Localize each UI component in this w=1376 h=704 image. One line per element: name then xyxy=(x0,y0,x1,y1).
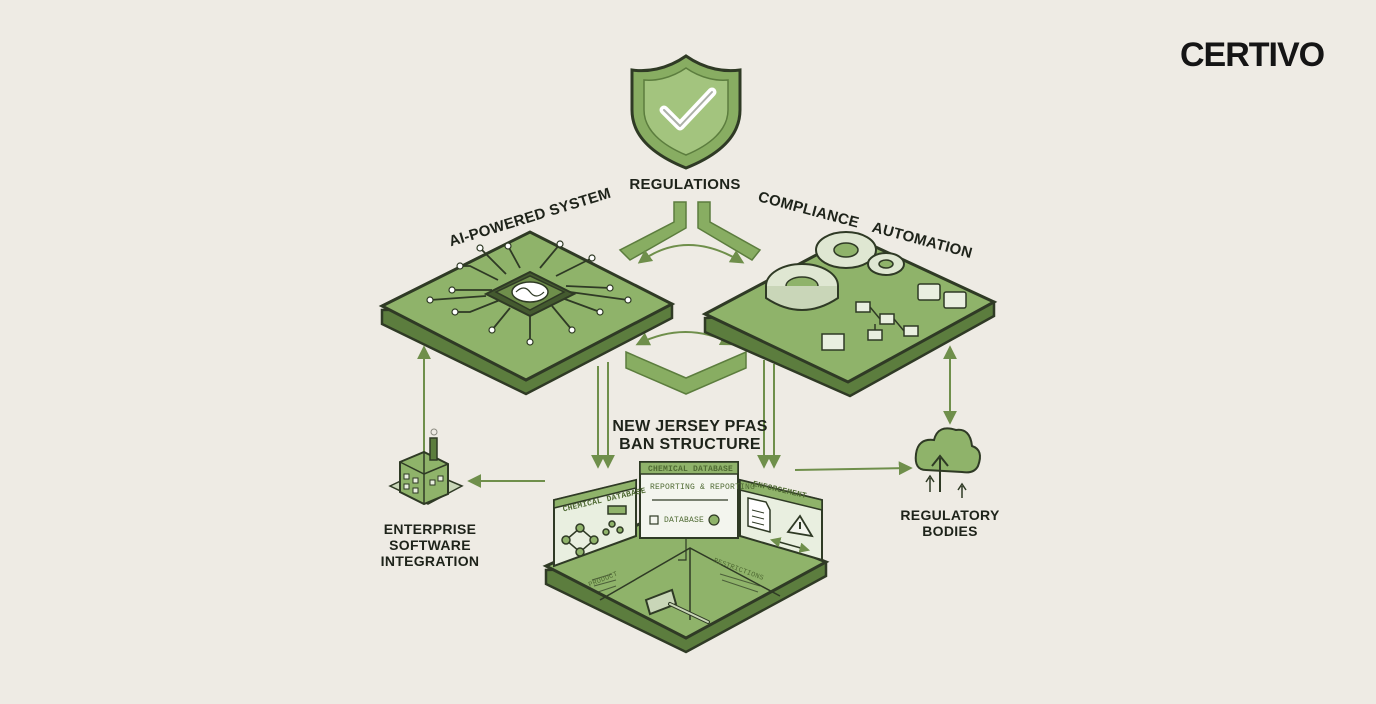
center-panel-title: CHEMICAL DATABASE xyxy=(648,465,734,474)
center-panel-row2: DATABASE xyxy=(664,516,705,525)
enterprise-line-3: INTEGRATION xyxy=(380,553,480,570)
nj-pfas-label: NEW JERSEY PFAS BAN STRUCTURE xyxy=(590,418,790,455)
regulatory-line-1: REGULATORY xyxy=(900,507,1000,523)
cloud-icon xyxy=(914,427,981,498)
center-panel-row1: REPORTING & REPORTING xyxy=(650,483,756,492)
nj-line-2: BAN STRUCTURE xyxy=(619,436,761,454)
enterprise-line-1: ENTERPRISE xyxy=(383,521,477,537)
enterprise-label: ENTERPRISE SOFTWARE INTEGRATION xyxy=(360,521,500,569)
gears-icon xyxy=(765,231,905,311)
factory-icon xyxy=(388,428,464,506)
regulatory-bodies-label: REGULATORY BODIES xyxy=(880,507,1020,539)
certivo-logo: CERTIVO xyxy=(1180,36,1325,74)
document-icon xyxy=(747,497,771,533)
shield-check-icon xyxy=(630,54,742,170)
chip-icon xyxy=(483,270,577,318)
gavel-icon xyxy=(644,588,710,624)
nj-platform xyxy=(542,461,830,654)
nj-line-1: NEW JERSEY PFAS xyxy=(612,418,768,435)
warning-icon xyxy=(786,514,814,538)
ai-platform xyxy=(378,230,676,396)
compliance-platform xyxy=(701,231,998,398)
regulatory-line-2: BODIES xyxy=(922,523,978,540)
enterprise-line-2: SOFTWARE xyxy=(389,537,471,554)
regulations-label: REGULATIONS xyxy=(629,176,741,193)
regulations-arrows xyxy=(618,201,762,395)
